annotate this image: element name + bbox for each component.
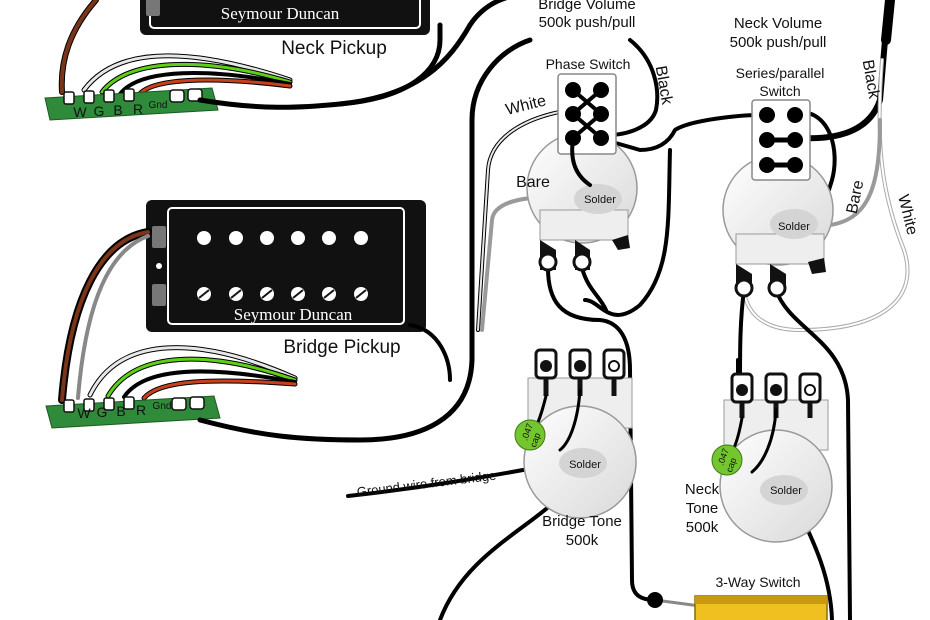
- bridge-tone-label-1: Bridge Tone: [542, 513, 622, 530]
- series-parallel-label-2: Switch: [759, 83, 800, 99]
- bridge-tone-solder: Solder: [569, 459, 601, 471]
- neck-terminal-gnd: Gnd: [149, 100, 168, 111]
- neck-pickup-frame: [149, 0, 421, 29]
- neck-volume-lugs: [734, 258, 826, 298]
- three-way-switch: [694, 595, 828, 620]
- bridge-terminal-b: B: [116, 403, 125, 419]
- bridge-terminal-gnd: Gnd: [153, 401, 172, 412]
- ground-wire-label: Ground wire from bridge: [356, 468, 497, 500]
- neck-terminal-w: W: [73, 104, 87, 120]
- wire-label-bare-right: Bare: [844, 179, 868, 216]
- neck-pickup: Seymour Duncan: [140, 0, 430, 35]
- bridge-pickup-screw-bottom: [152, 284, 166, 306]
- bridge-pickup-frame: [167, 207, 405, 325]
- neck-volume-label-2: 500k push/pull: [730, 34, 827, 51]
- neck-volume-solder: Solder: [778, 221, 810, 233]
- bridge-tone-label-2: 500k: [566, 532, 599, 549]
- neck-pickup-brand: Seymour Duncan: [221, 4, 340, 23]
- bridge-terminal-g: G: [97, 404, 108, 420]
- neck-pickup-body: [140, 0, 430, 35]
- ground-solder-point: [647, 592, 663, 608]
- bridge-volume-label-2: 500k push/pull: [539, 14, 636, 31]
- neck-volume-solder-blob: [770, 209, 818, 239]
- neck-tone-pot: Solder .047 cap: [711, 372, 833, 543]
- bridge-tone-cap-unit: cap: [528, 431, 542, 448]
- bridge-volume-solder-blob: [574, 184, 622, 214]
- neck-tone-cap-unit: cap: [724, 456, 738, 473]
- bridge-pickup: Seymour Duncan: [146, 200, 426, 332]
- bridge-volume-lugs: [538, 235, 630, 272]
- neck-pickup-screw: [146, 0, 160, 16]
- three-way-switch-label: 3-Way Switch: [715, 574, 800, 590]
- phase-switch-label: Phase Switch: [546, 56, 631, 72]
- neck-pickup-label: Neck Pickup: [281, 38, 387, 59]
- bridge-tone-capacitor: .047 cap: [514, 419, 546, 451]
- neck-terminal-r: R: [133, 101, 143, 117]
- bridge-tone-pot: Solder .047 cap: [514, 348, 637, 519]
- neck-volume-label-1: Neck Volume: [734, 15, 822, 32]
- neck-tone-label-2: Tone: [686, 500, 719, 517]
- bridge-pickup-polepieces-top: [197, 231, 368, 245]
- bridge-volume-solder: Solder: [584, 194, 616, 206]
- bridge-volume-label-1: Bridge Volume: [538, 0, 636, 13]
- neck-tone-label-3: 500k: [686, 519, 719, 536]
- bridge-pickup-label: Bridge Pickup: [283, 337, 400, 358]
- bridge-tone-solder-blob: [559, 448, 607, 478]
- neck-terminal-g: G: [94, 103, 105, 119]
- neck-tone-label-1: Neck: [685, 481, 720, 498]
- bridge-pickup-brand: Seymour Duncan: [234, 305, 353, 324]
- phase-switch: [557, 73, 617, 187]
- bridge-pickup-body: [146, 200, 426, 332]
- neck-tone-solder-blob: [760, 475, 808, 505]
- bridge-pickup-leads: [58, 228, 298, 404]
- neck-volume-pot: Solder: [722, 154, 834, 298]
- bridge-terminal-r: R: [136, 402, 146, 418]
- wire-label-bare-left: Bare: [516, 174, 550, 191]
- series-parallel-switch: [751, 99, 811, 181]
- bridge-pickup-screw-top: [152, 226, 166, 248]
- wire-label-black-left: Black: [652, 64, 676, 106]
- wire-label-black-right: Black: [859, 58, 883, 100]
- bridge-terminal-w: W: [77, 405, 91, 421]
- neck-terminal-b: B: [113, 102, 122, 118]
- harness-wires: [197, 0, 910, 620]
- series-parallel-label-1: Series/parallel: [736, 65, 825, 81]
- bridge-tone-lugs: [534, 348, 626, 396]
- neck-tone-solder: Solder: [770, 485, 802, 497]
- bridge-volume-pot: Solder: [526, 132, 638, 272]
- bridge-circuit-board: W G B R Gnd: [45, 395, 221, 429]
- neck-tone-lugs: [730, 372, 822, 418]
- neck-circuit-board: W G B R Gnd: [44, 87, 219, 121]
- neck-tone-capacitor: .047 cap: [711, 444, 743, 476]
